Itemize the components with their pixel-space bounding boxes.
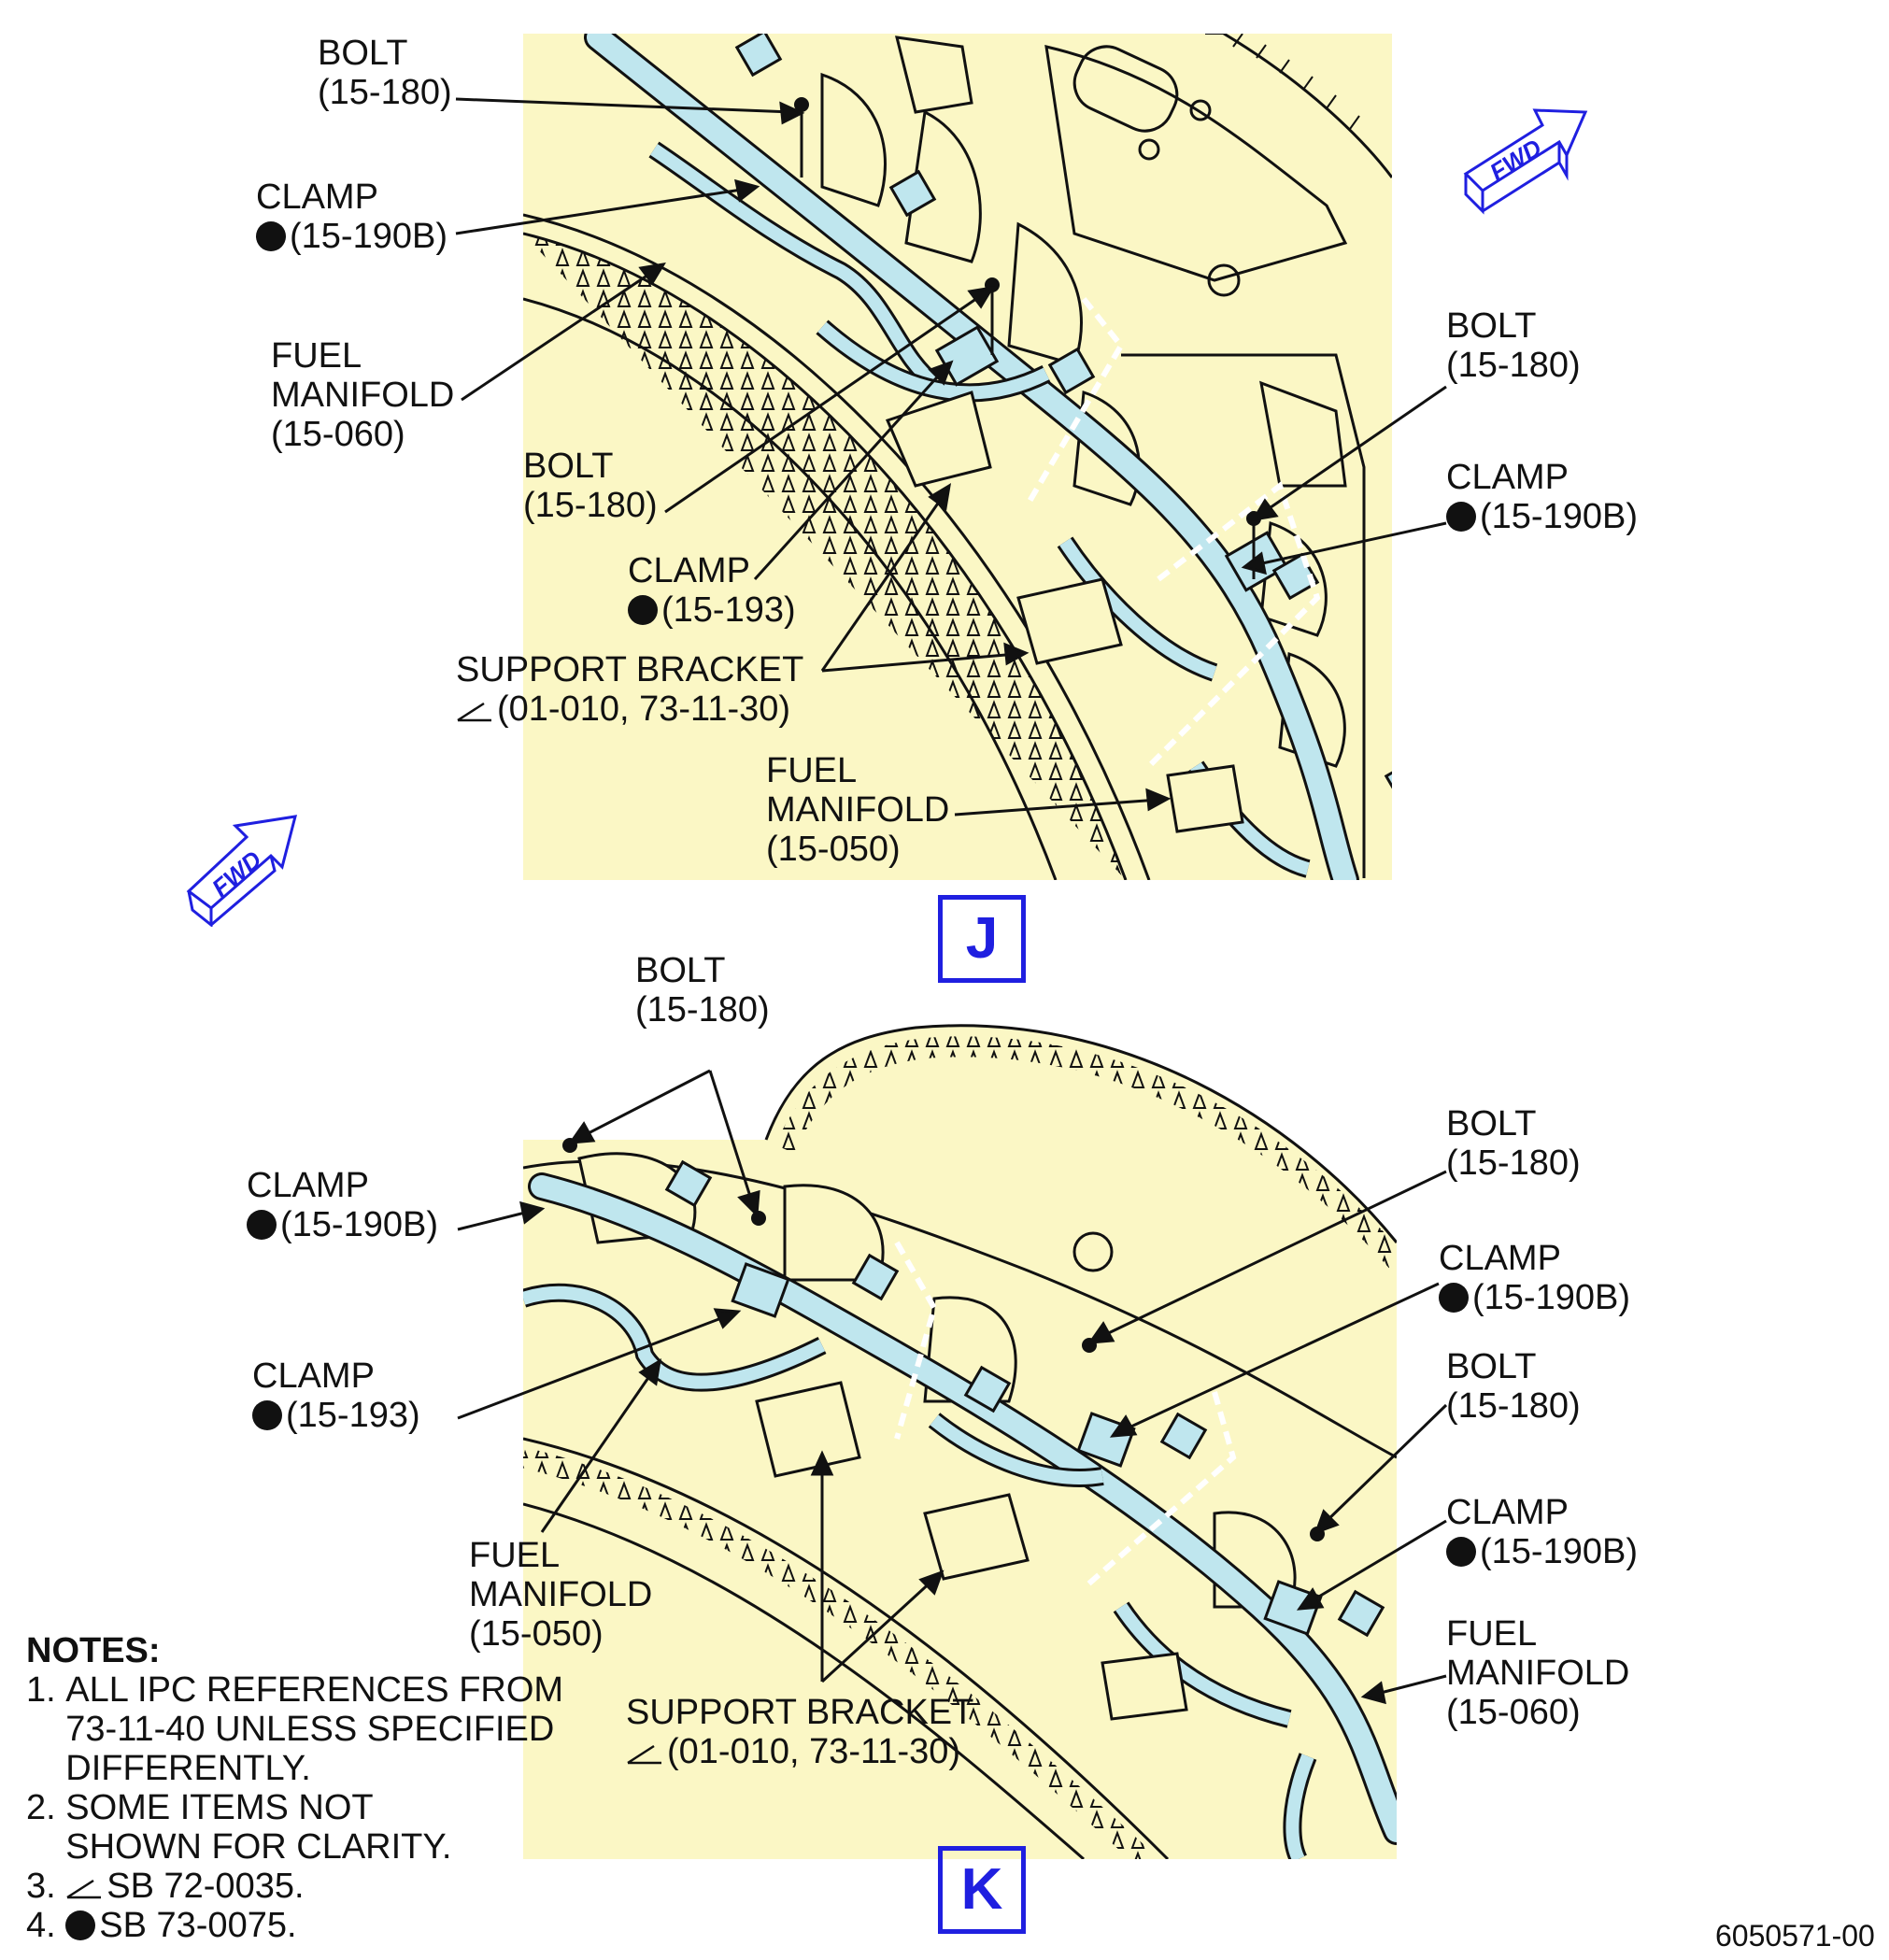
callout-j-bolt-1: BOLT(15-180) [318, 34, 452, 112]
dot-marker-icon [252, 1400, 282, 1430]
callout-j-clamp-3: CLAMP (15-190B) [1446, 458, 1638, 536]
dot-marker-icon [1446, 1537, 1476, 1567]
triangle-marker-icon [66, 1879, 102, 1899]
leader-lines [455, 97, 1448, 1705]
fwd-arrow-lower: FWD [185, 805, 316, 929]
callout-k-clamp-2: CLAMP (15-193) [252, 1356, 420, 1435]
dot-marker-icon [628, 595, 658, 625]
note-item: 1. ALL IPC REFERENCES FROM 73-11-40 UNLE… [26, 1670, 564, 1788]
dot-marker-icon [1446, 502, 1476, 532]
callout-k-clamp-4: CLAMP (15-190B) [1446, 1493, 1638, 1571]
callout-k-bolt-1: BOLT(15-180) [635, 951, 770, 1030]
callout-j-clamp-2: CLAMP (15-193) [628, 551, 796, 630]
callout-j-support-bracket: SUPPORT BRACKET (01-010, 73-11-30) [456, 650, 804, 729]
note-item: 3. SB 72-0035. [26, 1867, 305, 1906]
callout-k-clamp-1: CLAMP (15-190B) [247, 1166, 438, 1244]
view-j-drawing [523, 34, 1392, 880]
triangle-marker-icon [627, 1744, 661, 1765]
dot-marker-icon [65, 1910, 96, 1940]
view-k-letter: K [938, 1846, 1026, 1934]
callout-k-bolt-2: BOLT(15-180) [1446, 1104, 1581, 1183]
notes-block: NOTES: 1. ALL IPC REFERENCES FROM 73-11-… [26, 1631, 590, 1945]
triangle-marker-icon [457, 702, 491, 722]
dot-marker-icon [1439, 1283, 1469, 1313]
dot-marker-icon [256, 221, 286, 251]
view-k-drawing [523, 1009, 1397, 1859]
note-item: 2. SOME ITEMS NOT SHOWN FOR CLARITY. [26, 1788, 452, 1867]
note-item: 4. SB 73-0075. [26, 1906, 297, 1945]
callout-j-bolt-2: BOLT(15-180) [523, 447, 658, 525]
callout-j-bolt-3: BOLT(15-180) [1446, 306, 1581, 385]
fwd-arrow-upper: FWD [1462, 101, 1593, 222]
callout-k-bolt-3: BOLT(15-180) [1446, 1347, 1581, 1426]
callout-j-clamp-1: CLAMP (15-190B) [256, 178, 447, 256]
callout-k-support-bracket: SUPPORT BRACKET (01-010, 73-11-30) [626, 1693, 974, 1771]
view-j-letter: J [938, 895, 1026, 983]
document-id: 6050571-00 [1715, 1919, 1875, 1953]
callout-k-clamp-3: CLAMP (15-190B) [1439, 1239, 1630, 1317]
dot-marker-icon [247, 1210, 277, 1240]
notes-heading: NOTES: [26, 1631, 161, 1670]
